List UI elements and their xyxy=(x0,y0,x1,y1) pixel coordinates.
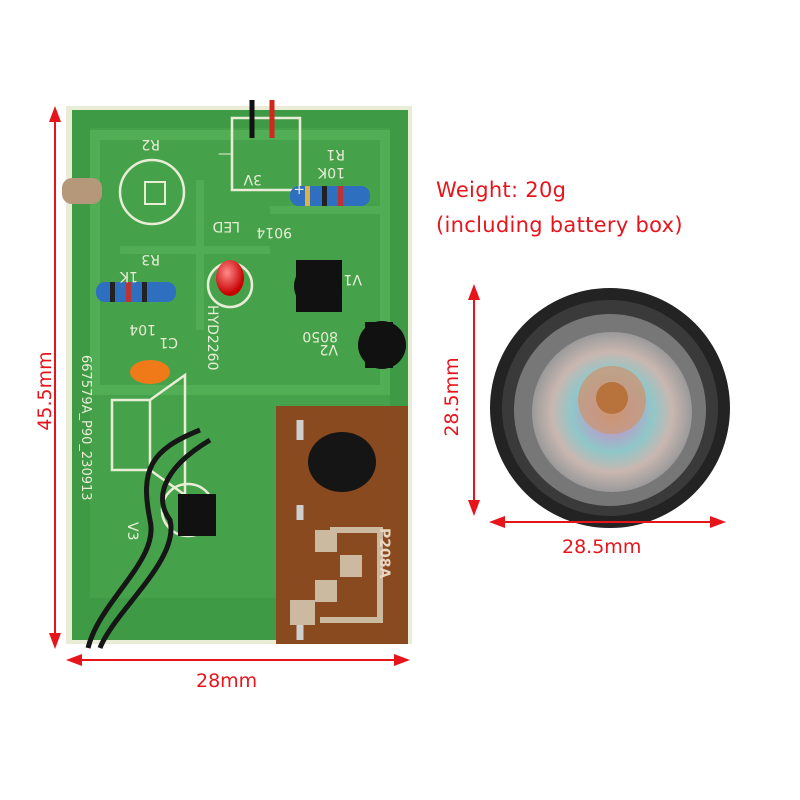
weight-line-2: (including battery box) xyxy=(436,213,683,237)
voltage-label: 3V xyxy=(243,171,262,187)
r3-value: 1K xyxy=(119,268,138,284)
q3-label: V3 xyxy=(124,522,140,540)
led-label: LED xyxy=(213,218,240,234)
pcb-board xyxy=(62,100,412,649)
board-code: 667579A_P90_230913 xyxy=(78,355,93,501)
c1-label: C1 xyxy=(159,334,178,350)
board-height-label: 45.5mm xyxy=(34,351,56,431)
r3-label: R3 xyxy=(141,251,160,267)
r2-label: R2 xyxy=(141,136,160,152)
minus-label: — xyxy=(218,146,232,162)
q2-part-label: 8050 xyxy=(302,328,338,344)
q1-label: V1 xyxy=(344,271,362,287)
speaker xyxy=(490,288,730,528)
speaker-width-label: 28.5mm xyxy=(562,536,642,558)
chip-label: HYD2260 xyxy=(204,305,220,371)
weight-line-1: Weight: 20g xyxy=(436,178,567,202)
speaker-height-label: 28.5mm xyxy=(441,357,463,437)
cob-mark: P208A xyxy=(376,528,392,578)
plus-label: + xyxy=(293,181,305,197)
r1-value: 10K xyxy=(317,164,345,180)
q2-label: V2 xyxy=(320,341,338,357)
r1-label: R1 xyxy=(326,146,345,162)
board-width-label: 28mm xyxy=(196,670,258,692)
q1-part-label: 9014 xyxy=(256,224,292,240)
dimension-arrows xyxy=(49,106,726,666)
c1-value: 104 xyxy=(129,321,156,337)
